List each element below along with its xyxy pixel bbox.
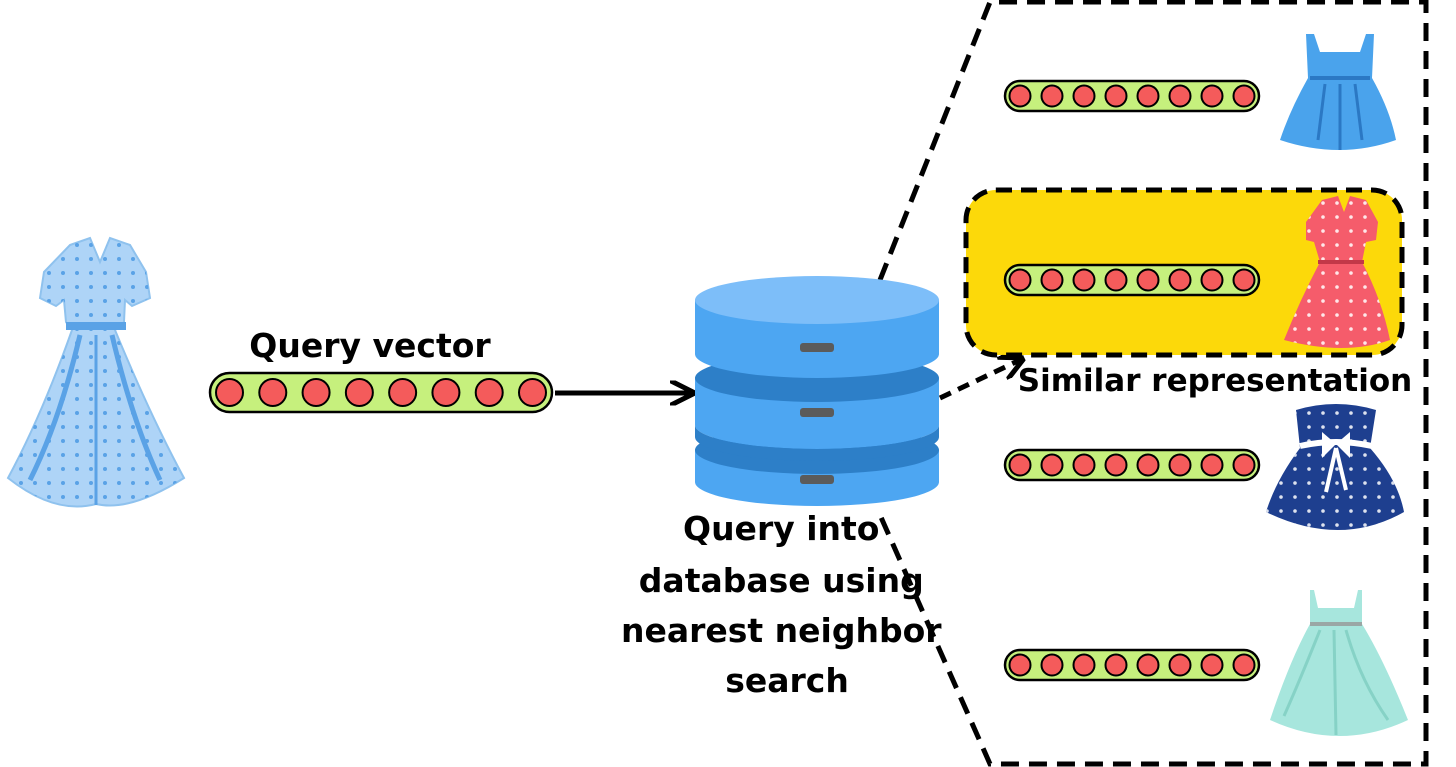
vector-dot [1104,653,1128,677]
vector-dot [1040,268,1064,292]
vector-dot [1200,84,1224,108]
vector-dot [1200,653,1224,677]
vector-dot [1232,653,1256,677]
vector-dot [1072,84,1096,108]
query-dress-icon [6,236,186,508]
vector-dot [258,378,288,407]
vector-dot [1200,453,1224,477]
vector-dot [388,378,418,407]
vector-dot [1168,84,1192,108]
vector-dot [1232,268,1256,292]
query-vector [208,371,554,414]
result-vector-4 [1003,648,1261,682]
vector-dot [215,378,244,407]
vector-dot [1008,84,1032,108]
vector-dot [1008,268,1032,292]
vector-dot [1168,653,1192,677]
query-into-line-1: Query into [683,509,879,548]
vector-dot [1008,453,1032,477]
vector-pill [1003,263,1261,297]
result-arrow [938,360,1020,401]
result-vector-3 [1003,448,1261,482]
vector-dot [1104,268,1128,292]
vector-dot [344,378,374,407]
vector-dot [1072,653,1096,677]
vector-dot [1200,268,1224,292]
database-icon [695,276,939,506]
vector-pill [1003,79,1261,113]
query-into-line-3: nearest neighbor [621,611,942,650]
result-vector-2 [1003,263,1261,297]
vector-dot [1168,453,1192,477]
vector-dot [431,378,461,407]
query-into-line-2: database using [639,561,924,600]
vector-dot [1136,84,1160,108]
result-dress-2-icon [1284,196,1390,348]
vector-pill [1003,648,1261,682]
vector-dot [1072,268,1096,292]
vector-dot [301,378,331,407]
vector-dot [1040,84,1064,108]
result-dress-3-icon [1266,404,1404,530]
vector-dot [518,378,547,407]
query-into-line-4: search [725,661,849,700]
vector-dot [1072,453,1096,477]
vector-dot [1232,453,1256,477]
result-vector-1 [1003,79,1261,113]
vector-dot [1136,268,1160,292]
vector-dot [1040,453,1064,477]
query-vector-label: Query vector [249,326,491,365]
vector-pill [1003,448,1261,482]
result-dress-4-icon [1270,590,1408,736]
vector-dot [1008,653,1032,677]
vector-dot [1136,653,1160,677]
query-into-label: Query into database using nearest neighb… [621,509,953,700]
result-dress-1-icon [1280,34,1396,150]
vector-dot [1040,653,1064,677]
vector-dot [1104,84,1128,108]
vector-dot [1168,268,1192,292]
similar-representation-label: Similar representation [1018,363,1412,399]
vector-dot [1136,453,1160,477]
vector-dot [1104,453,1128,477]
vector-pill [208,371,554,414]
vector-dot [474,378,504,407]
vector-dot [1232,84,1256,108]
